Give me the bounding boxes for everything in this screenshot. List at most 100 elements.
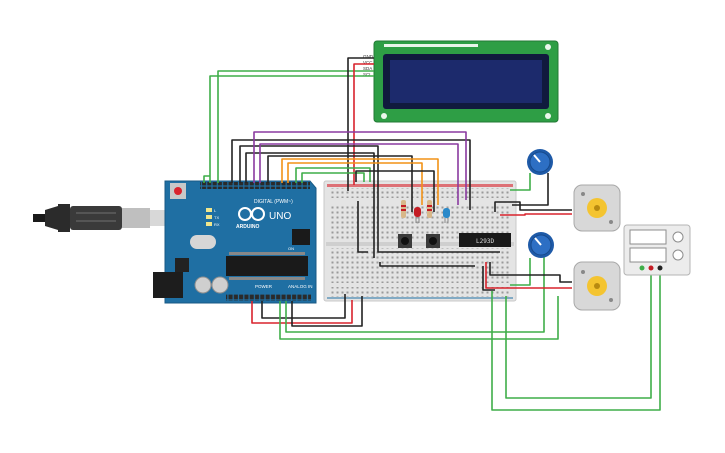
wire-black[interactable] — [489, 262, 572, 283]
resistor[interactable] — [427, 200, 432, 218]
label-tx: TX — [214, 215, 219, 220]
arduino-model: UNO — [269, 211, 291, 222]
led-rx — [206, 222, 212, 226]
power-analog-header[interactable] — [226, 294, 311, 301]
label-digital: DIGITAL (PWM~) — [254, 199, 293, 205]
label-on: ON — [288, 246, 294, 251]
label-l: L — [214, 208, 217, 213]
atmega-chip — [226, 256, 308, 276]
wire-black[interactable] — [261, 294, 346, 319]
wire-green[interactable] — [209, 75, 374, 183]
dc-motor-bottom[interactable] — [573, 261, 621, 311]
icsp-header — [292, 229, 310, 245]
breadboard[interactable] — [323, 180, 517, 302]
negative-terminal[interactable] — [657, 265, 663, 271]
wire-green[interactable] — [203, 175, 210, 183]
power-rail-bottom — [330, 287, 510, 297]
chip-pins — [229, 277, 305, 280]
wires[interactable] — [203, 57, 661, 411]
positive-terminal[interactable] — [648, 265, 654, 271]
wire-red[interactable] — [251, 300, 353, 324]
power-supply[interactable] — [623, 224, 691, 276]
crystal-oscillator — [190, 235, 216, 249]
lcd-pin-scl: SCL — [363, 72, 372, 77]
wire-black[interactable] — [267, 155, 413, 212]
wire-orange[interactable] — [287, 162, 423, 205]
wire-black[interactable] — [357, 201, 368, 253]
chip-pins — [229, 252, 305, 255]
capacitor — [194, 276, 212, 294]
label-rx: RX — [214, 222, 220, 227]
wire-green[interactable] — [510, 258, 531, 286]
reset-button[interactable] — [174, 187, 182, 195]
led-tx — [206, 215, 212, 219]
lcd-mount-hole — [545, 113, 551, 119]
dc-barrel-jack — [153, 272, 183, 298]
center-channel — [326, 242, 514, 246]
power-rail-top — [330, 188, 510, 198]
lcd-pin-vcc: VCC — [363, 60, 373, 65]
potentiometer-knob-indicator — [533, 154, 541, 163]
potentiometer-knob-indicator — [534, 237, 542, 246]
led-blue[interactable] — [443, 208, 450, 223]
usb-port — [150, 210, 168, 226]
wire-green[interactable] — [301, 172, 365, 183]
wire-black[interactable] — [355, 170, 435, 212]
voltage-display — [629, 229, 667, 245]
label-power: POWER — [255, 284, 273, 289]
voltage-regulator — [175, 258, 189, 272]
potentiometer-top[interactable] — [527, 149, 553, 175]
lcd-screen — [390, 60, 542, 103]
wire-black[interactable] — [291, 296, 363, 327]
ground-terminal[interactable] — [639, 265, 645, 271]
resistor[interactable] — [401, 200, 406, 218]
wire-orange[interactable] — [281, 158, 439, 205]
digital-header[interactable] — [200, 182, 310, 189]
wire-green[interactable] — [510, 173, 531, 191]
led-l — [206, 208, 212, 212]
wire-black[interactable] — [245, 152, 375, 258]
lcd-display[interactable]: GND VCC SDA SCL — [363, 40, 559, 123]
lcd-mount-hole — [381, 113, 387, 119]
wire-black[interactable] — [512, 173, 549, 206]
wire-black[interactable] — [482, 266, 495, 291]
wire-green[interactable] — [279, 296, 559, 340]
arduino-uno[interactable]: L TX RX ON DIGITAL (PWM~) ARDUINO UNO PO… — [153, 180, 317, 304]
wire-green[interactable] — [217, 70, 374, 183]
capacitor — [211, 276, 229, 294]
led-red[interactable] — [414, 207, 421, 223]
wire-green[interactable] — [505, 272, 652, 399]
wire-green[interactable] — [295, 167, 371, 183]
push-button[interactable] — [398, 234, 412, 248]
arduino-logo — [238, 207, 265, 221]
motor-driver-chip[interactable]: L293D — [459, 233, 511, 247]
label-analog: ANALOG IN — [288, 284, 313, 289]
dc-motor-top[interactable] — [573, 184, 621, 232]
lcd-header-pins — [384, 44, 478, 47]
voltage-knob[interactable] — [672, 231, 684, 243]
usb-plug — [122, 208, 150, 228]
potentiometer-bottom[interactable] — [528, 232, 554, 258]
current-display — [629, 247, 667, 263]
push-button[interactable] — [426, 234, 440, 248]
motor-driver-label: L293D — [476, 238, 494, 245]
wire-black[interactable] — [379, 262, 475, 267]
wire-purple[interactable] — [259, 143, 459, 205]
lcd-mount-hole — [545, 44, 551, 50]
wire-green[interactable] — [285, 252, 545, 333]
lcd-pin-sda: SDA — [363, 66, 372, 71]
wire-black[interactable] — [494, 201, 572, 212]
arduino-brand: ARDUINO — [236, 224, 259, 230]
power-rail-top-positive — [327, 184, 513, 187]
current-knob[interactable] — [672, 249, 684, 261]
wire-red[interactable] — [353, 63, 374, 185]
wire-black[interactable] — [239, 145, 500, 253]
wire-red[interactable] — [500, 213, 572, 216]
wire-red[interactable] — [485, 262, 572, 289]
usb-cable[interactable] — [33, 204, 168, 232]
wire-green[interactable] — [491, 272, 661, 411]
wire-black[interactable] — [231, 139, 471, 210]
wire-purple[interactable] — [253, 131, 467, 200]
power-rail-bottom-negative — [327, 297, 513, 299]
